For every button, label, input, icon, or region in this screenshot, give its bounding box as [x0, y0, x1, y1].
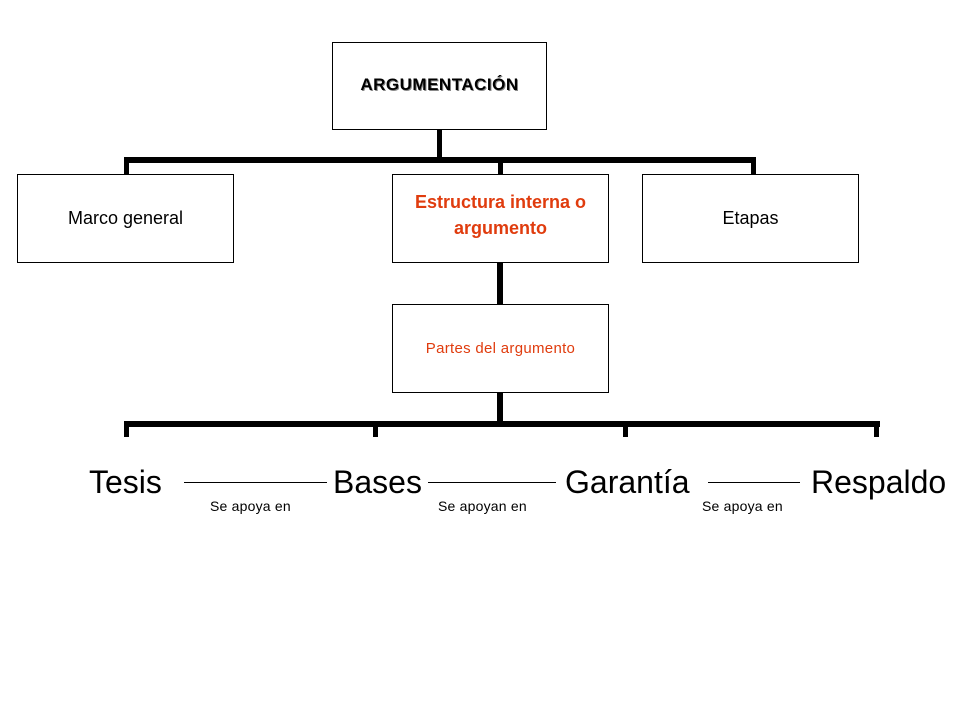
relation-line-garantia-respaldo	[708, 482, 800, 483]
connector-drop-tesis	[124, 421, 129, 437]
connector-estructura-stem	[497, 263, 503, 304]
node-estructura-interna: Estructura interna o argumento	[392, 174, 609, 263]
connector-drop-bases	[373, 421, 378, 437]
connector-partes-stem	[497, 393, 503, 423]
root-node: ARGUMENTACIÓN	[332, 42, 547, 130]
connector-drop-etapas	[751, 157, 756, 174]
term-bases: Bases	[333, 464, 422, 500]
node-partes-label: Partes del argumento	[425, 340, 576, 357]
term-respaldo: Respaldo	[811, 464, 947, 500]
connector-drop-respaldo	[874, 421, 879, 437]
connector-drop-garantia	[623, 421, 628, 437]
relation-label-bases-garantia: Se apoyan en	[438, 498, 527, 514]
root-label: ARGUMENTACIÓN	[360, 75, 519, 94]
connector-root-stem	[437, 130, 442, 160]
connector-drop-estructura	[498, 157, 503, 174]
node-etapas-label: Etapas	[722, 208, 779, 228]
node-marco-general: Marco general	[17, 174, 234, 263]
node-marco-general-label: Marco general	[67, 208, 184, 228]
node-partes-del-argumento: Partes del argumento	[392, 304, 609, 393]
connector-level1-bar	[124, 157, 756, 163]
node-etapas: Etapas	[642, 174, 859, 263]
node-estructura-interna-label: Estructura interna o argumento	[414, 191, 587, 238]
connector-drop-marco	[124, 157, 129, 174]
term-garantia: Garantía	[565, 464, 690, 500]
term-tesis: Tesis	[89, 464, 162, 500]
relation-label-tesis-bases: Se apoya en	[210, 498, 291, 514]
relation-label-garantia-respaldo: Se apoya en	[702, 498, 783, 514]
connector-level3-bar	[124, 421, 880, 427]
relation-line-bases-garantia	[428, 482, 556, 483]
relation-line-tesis-bases	[184, 482, 327, 483]
